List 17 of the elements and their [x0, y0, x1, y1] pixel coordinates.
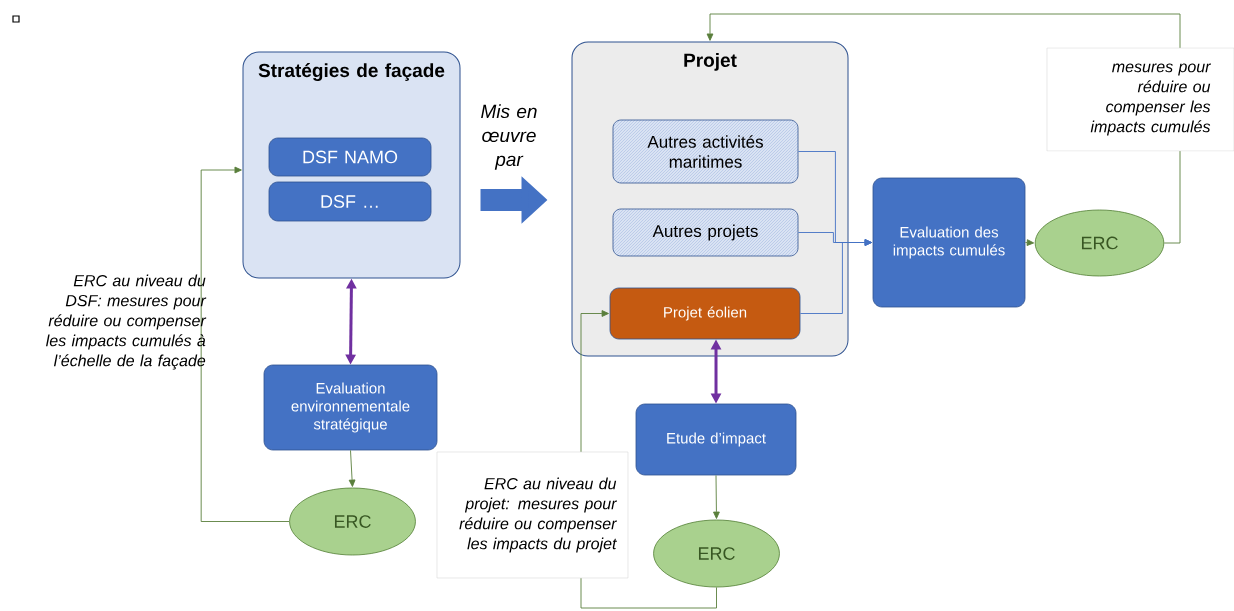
arrow: [799, 239, 872, 314]
arrow: [348, 449, 356, 487]
edge-label: mesures pour réduire ou compenser les impacts cumulés: [1046, 47, 1234, 152]
edge-label: ERC au niveau du projet: mesures pour réduire ou compenser les impacts du projet: [436, 451, 629, 579]
arrow: [200, 166, 290, 522]
edge-label: Mis en œuvre par: [481, 104, 537, 170]
process-box: Evaluation environnementale stratégique: [263, 364, 438, 451]
process-box: Projet éolien: [609, 287, 801, 340]
hatched-box: Autres activités maritimes: [612, 119, 799, 184]
process-box: Evaluation des impacts cumulés: [872, 177, 1026, 308]
edge-label: ERC au niveau du DSF: mesures pour réduire ou compenser les impacts cumulés à l’échelle de la façade: [46, 274, 207, 370]
process-box: DSF NAMO: [268, 137, 432, 177]
hatched-box: Autres projets: [612, 208, 799, 257]
process-box: Etude d’impact: [635, 403, 797, 476]
process-box: DSF …: [268, 181, 432, 222]
arrow: [1024, 239, 1035, 246]
arrow: [713, 474, 720, 519]
